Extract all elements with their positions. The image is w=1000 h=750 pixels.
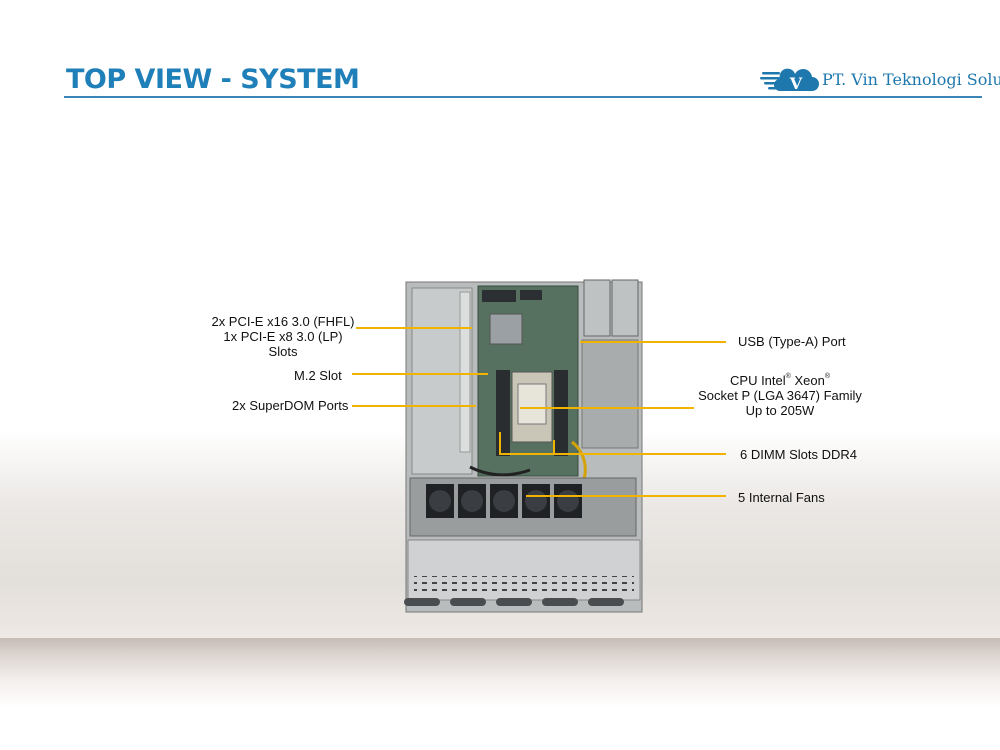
label-dimm-slots: 6 DIMM Slots DDR4 bbox=[740, 447, 858, 462]
label-superdom-ports: 2x SuperDOM Ports bbox=[232, 398, 349, 413]
page-title: TOP VIEW - SYSTEM bbox=[66, 64, 360, 95]
power-supply-2 bbox=[611, 279, 639, 337]
dimm-slots-right bbox=[554, 370, 568, 456]
front-bezel-tabs bbox=[404, 598, 624, 606]
label-pcie-slots: 2x PCI-E x16 3.0 (FHFL) 1x PCI-E x8 3.0 … bbox=[211, 314, 355, 359]
power-supply-1 bbox=[583, 279, 611, 337]
internal-fans bbox=[426, 484, 582, 518]
title-underline bbox=[64, 96, 982, 98]
label-usb-port: USB (Type-A) Port bbox=[738, 334, 846, 349]
chipset-heatsink bbox=[489, 313, 523, 345]
background-band-shadow bbox=[0, 638, 1000, 708]
label-internal-fans: 5 Internal Fans bbox=[738, 490, 825, 505]
callout-line-dimm bbox=[499, 432, 726, 455]
company-logo: V bbox=[760, 68, 819, 93]
cloud-icon bbox=[774, 68, 819, 91]
company-name: PT. Vin Teknologi Solusi bbox=[822, 70, 1000, 89]
server-chassis-image bbox=[404, 279, 643, 613]
label-m2-slot: M.2 Slot bbox=[294, 368, 342, 383]
label-cpu: CPU Intel® Xeon® Socket P (LGA 3647) Fam… bbox=[698, 373, 862, 418]
logo-letter: V bbox=[789, 74, 803, 93]
